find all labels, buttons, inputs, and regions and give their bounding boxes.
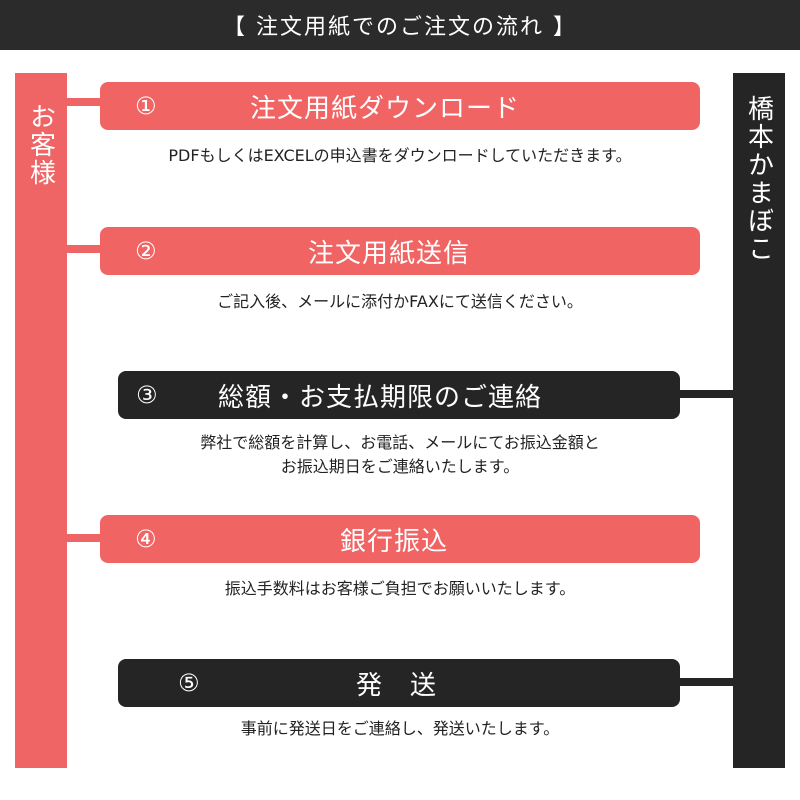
step-2-pill: ② 注文用紙送信 [100, 227, 700, 275]
step-3-description-line-2: お振込期日をご連絡いたします。 [280, 457, 520, 476]
step-1-number: ① [135, 92, 157, 120]
step-1-connector [60, 98, 110, 106]
step-1-pill: ① 注文用紙ダウンロード [100, 82, 700, 130]
page-title-text: 【 注文用紙でのご注文の流れ 】 [223, 15, 577, 40]
step-4-description: 振込手数料はお客様ご負担でお願いいたします。 [100, 577, 700, 601]
step-1-description-line-1: PDFもしくはEXCELの申込書をダウンロードしていただきます。 [168, 146, 632, 165]
step-5-number: ⑤ [178, 669, 200, 697]
step-2-description: ご記入後、メールに添付かFAXにて送信ください。 [100, 290, 700, 314]
step-3-description-line-1: 弊社で総額を計算し、お電話、メールにてお振込金額と [200, 433, 600, 452]
step-5-pill: ⑤ 発 送 [118, 659, 680, 707]
step-3-description: 弊社で総額を計算し、お電話、メールにてお振込金額と お振込期日をご連絡いたします… [100, 431, 700, 479]
step-4-number: ④ [135, 525, 157, 553]
company-lane-bar: 橋本かまぼこ [733, 73, 785, 768]
step-3-pill: ③ 総額・お支払期限のご連絡 [118, 371, 680, 419]
step-2-connector [60, 245, 110, 253]
step-4-connector [60, 534, 110, 542]
step-5-connector [670, 678, 740, 686]
step-2-title: 注文用紙送信 [308, 238, 471, 269]
step-4-title: 銀行振込 [340, 526, 449, 557]
step-3-connector [670, 390, 740, 398]
page-title: 【 注文用紙でのご注文の流れ 】 [0, 0, 800, 50]
step-5-description: 事前に発送日をご連絡し、発送いたします。 [100, 717, 700, 741]
step-3-number: ③ [136, 381, 158, 409]
step-4-description-line-1: 振込手数料はお客様ご負担でお願いいたします。 [224, 579, 576, 598]
step-3-title: 総額・お支払期限のご連絡 [218, 382, 543, 413]
step-1-title: 注文用紙ダウンロード [250, 93, 521, 124]
customer-lane-bar: お客様 [15, 73, 67, 768]
step-4-pill: ④ 銀行振込 [100, 515, 700, 563]
step-2-number: ② [135, 237, 157, 265]
step-1-description: PDFもしくはEXCELの申込書をダウンロードしていただきます。 [100, 144, 700, 168]
company-lane-label: 橋本かまぼこ [743, 95, 774, 263]
step-2-description-line-1: ご記入後、メールに添付かFAXにて送信ください。 [217, 292, 583, 311]
step-5-title: 発 送 [356, 670, 438, 701]
step-5-description-line-1: 事前に発送日をご連絡し、発送いたします。 [240, 719, 560, 738]
customer-lane-label: お客様 [25, 103, 56, 187]
